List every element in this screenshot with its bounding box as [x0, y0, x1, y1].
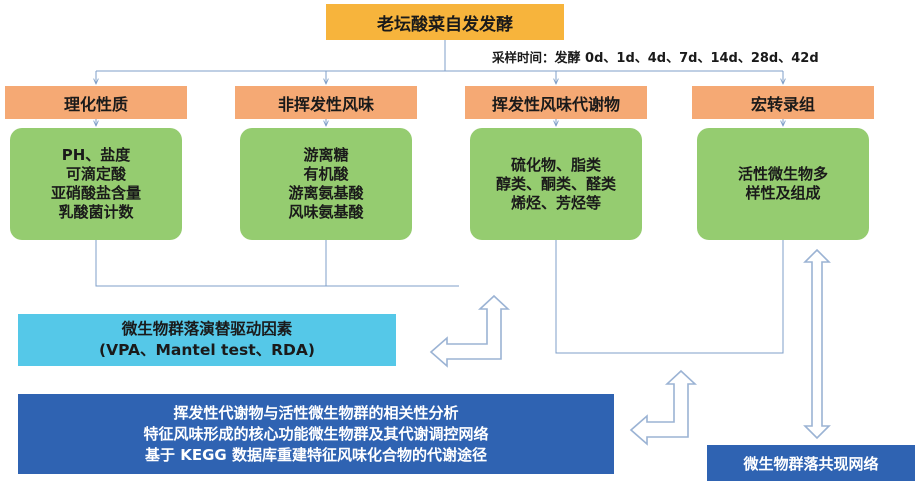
analysis-line-2: 特征风味形成的核心功能微生物群及其代谢调控网络	[143, 424, 489, 443]
sampling-time: 采样时间：发酵 0d、1d、4d、7d、14d、28d、42d	[492, 47, 819, 66]
category-metatranscriptome: 宏转录组	[692, 86, 874, 119]
network-label: 微生物群落共现网络	[743, 454, 879, 473]
detail-line: PH、盐度	[61, 146, 131, 164]
detail-box-nonvolatile-flavor: 游离糖 有机酸 游离氨基酸 风味氨基酸	[240, 128, 412, 240]
detail-line: 可滴定酸	[65, 165, 126, 183]
detail-line: 亚硝酸盐含量	[50, 184, 141, 202]
detail-box-metatranscriptome: 活性微生物多 样性及组成	[697, 128, 869, 240]
category-label: 宏转录组	[750, 94, 815, 114]
detail-box-physicochemical: PH、盐度 可滴定酸 亚硝酸盐含量 乳酸菌计数	[10, 128, 182, 240]
drivers-line-1: 微生物群落演替驱动因素	[121, 320, 293, 338]
title-text: 老坛酸菜自发发酵	[377, 14, 513, 35]
category-physicochemical: 理化性质	[5, 86, 187, 119]
detail-line: 游离氨基酸	[288, 184, 364, 202]
category-volatile-metabolites: 挥发性风味代谢物	[465, 86, 647, 119]
detail-line: 风味氨基酸	[288, 203, 364, 221]
title-box: 老坛酸菜自发发酵	[326, 4, 564, 40]
sampling-label: 采样时间：	[492, 50, 555, 65]
network-box: 微生物群落共现网络	[707, 445, 915, 481]
l-arrow-analysis	[629, 369, 698, 446]
detail-line: 硫化物、脂类	[510, 155, 601, 174]
detail-line: 活性微生物多	[737, 165, 828, 183]
category-label: 非挥发性风味	[277, 94, 374, 114]
detail-line: 游离糖	[303, 146, 349, 164]
double-arrow-network	[803, 248, 831, 440]
detail-line: 烯烃、芳烃等	[510, 193, 601, 212]
distribution-lines	[96, 40, 783, 354]
analysis-line-1: 挥发性代谢物与活性微生物群的相关性分析	[173, 403, 459, 422]
category-label: 挥发性风味代谢物	[491, 94, 620, 114]
detail-line: 醇类、酮类、醛类	[495, 174, 616, 193]
l-arrow-drivers	[429, 294, 511, 368]
drivers-box: 微生物群落演替驱动因素 (VPA、Mantel test、RDA)	[18, 314, 396, 366]
detail-line: 样性及组成	[745, 184, 821, 202]
detail-line: 乳酸菌计数	[58, 203, 134, 221]
drivers-line-2: (VPA、Mantel test、RDA)	[98, 341, 315, 359]
category-label: 理化性质	[63, 94, 128, 114]
sampling-value: 发酵 0d、1d、4d、7d、14d、28d、42d	[554, 51, 819, 66]
analysis-box: 挥发性代谢物与活性微生物群的相关性分析 特征风味形成的核心功能微生物群及其代谢调…	[18, 394, 614, 474]
detail-line: 有机酸	[303, 165, 349, 183]
analysis-line-3: 基于 KEGG 数据库重建特征风味化合物的代谢途径	[145, 445, 487, 464]
detail-box-volatile-metabolites: 硫化物、脂类 醇类、酮类、醛类 烯烃、芳烃等	[470, 128, 642, 240]
category-nonvolatile-flavor: 非挥发性风味	[235, 86, 417, 119]
